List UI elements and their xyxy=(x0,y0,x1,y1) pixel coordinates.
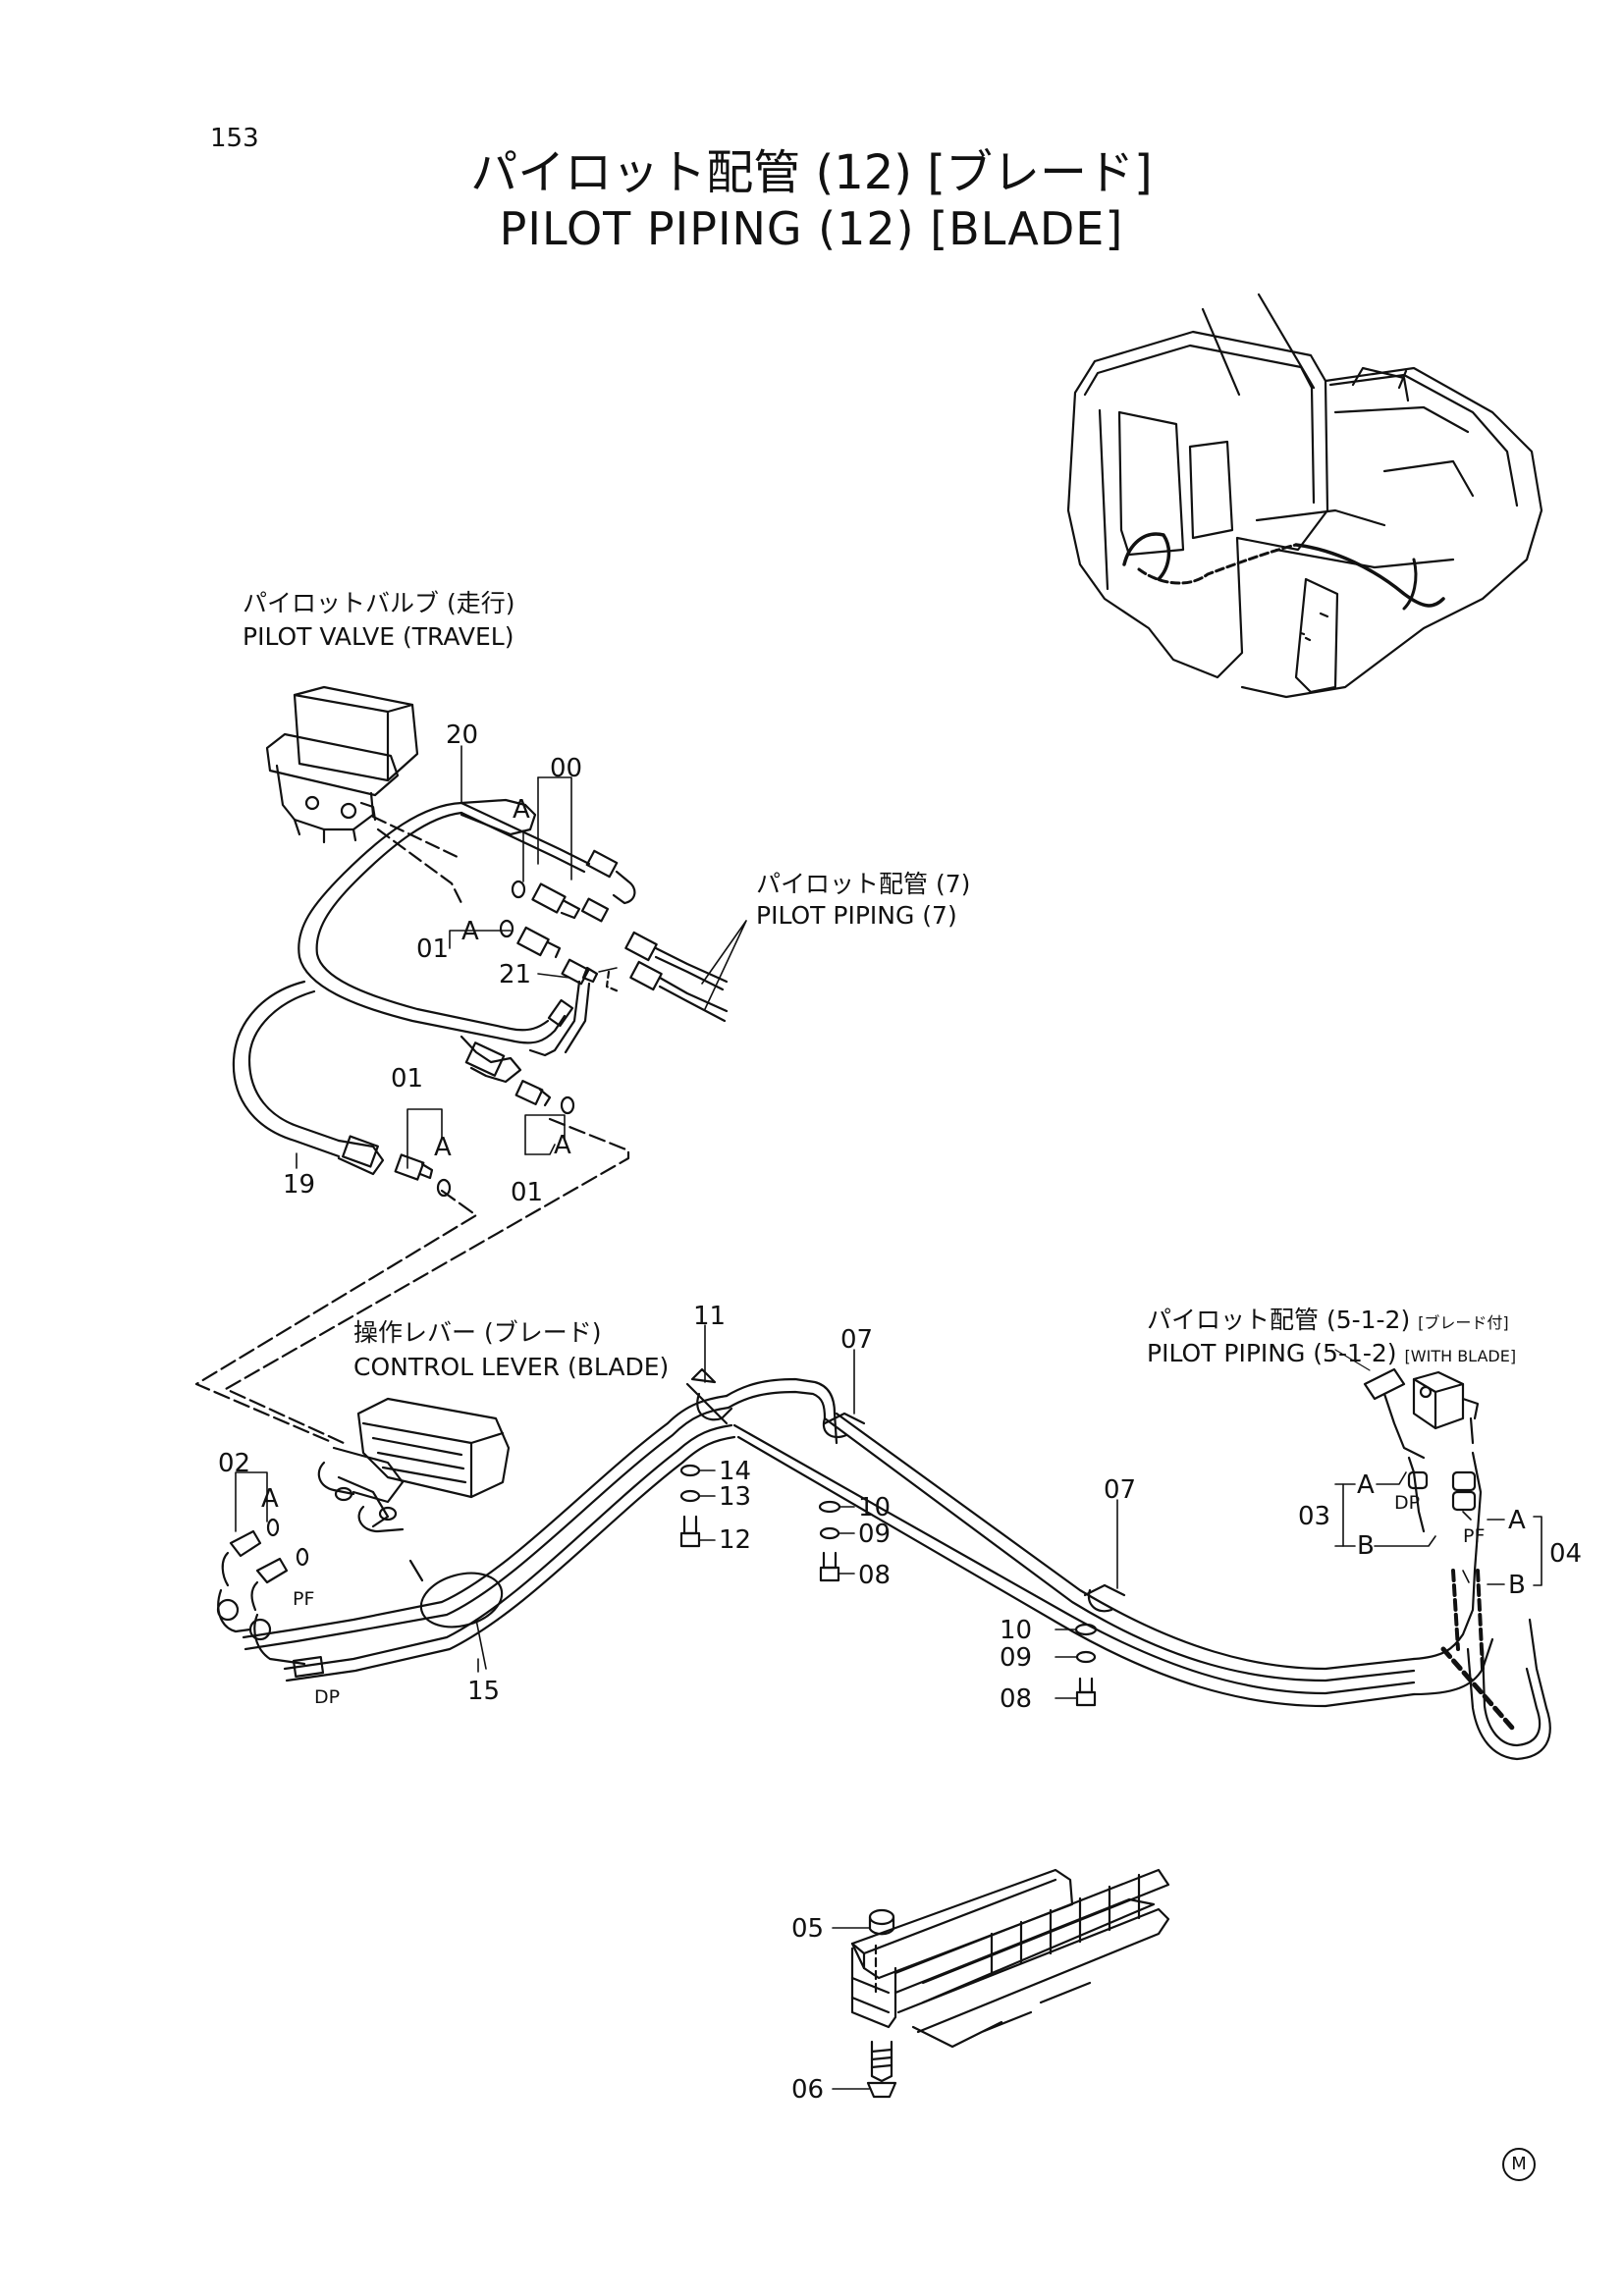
callout-a7: A xyxy=(1508,1506,1526,1535)
callout-13: 13 xyxy=(719,1482,752,1512)
callout-09a: 09 xyxy=(858,1520,892,1549)
pilot-valve-travel xyxy=(265,685,419,844)
callout-dp2: DP xyxy=(1394,1492,1421,1514)
callout-05: 05 xyxy=(791,1914,825,1944)
page-title-english: PILOT PIPING (12) [BLADE] xyxy=(499,202,1124,255)
label-pilot-piping-5-en: PILOT PIPING (5-1-2) [WITH BLADE] xyxy=(1147,1341,1516,1365)
pilot-piping-5-en-main: PILOT PIPING (5-1-2) xyxy=(1147,1339,1397,1367)
callout-02: 02 xyxy=(218,1449,251,1478)
callout-a3: A xyxy=(434,1133,452,1162)
callout-00: 00 xyxy=(550,754,583,783)
callout-21: 21 xyxy=(499,960,532,989)
label-control-lever-en: CONTROL LEVER (BLADE) xyxy=(353,1353,670,1381)
callout-07a: 07 xyxy=(840,1325,874,1355)
callout-20: 20 xyxy=(446,721,479,750)
label-pilot-valve-jp: パイロットバルブ (走行) xyxy=(243,589,515,617)
callout-08b: 08 xyxy=(1000,1684,1033,1714)
callout-a4: A xyxy=(554,1131,571,1160)
page-title-japanese: パイロット配管 (12) [ブレード] xyxy=(470,145,1153,200)
callout-a6: A xyxy=(1357,1470,1375,1500)
callout-09b: 09 xyxy=(1000,1643,1033,1673)
callout-10a: 10 xyxy=(858,1493,892,1522)
callout-a5: A xyxy=(261,1484,279,1514)
callout-pf1: PF xyxy=(293,1588,315,1610)
callout-dp1: DP xyxy=(314,1686,341,1708)
callout-03: 03 xyxy=(1298,1502,1331,1531)
callout-07b: 07 xyxy=(1104,1475,1137,1505)
page-number: 153 xyxy=(210,124,259,153)
manufacturer-mark: M xyxy=(1502,2148,1536,2181)
label-pilot-piping-7-en: PILOT PIPING (7) xyxy=(756,901,957,930)
callout-01c: 01 xyxy=(511,1178,544,1207)
callout-14: 14 xyxy=(719,1457,752,1486)
label-pilot-valve-en: PILOT VALVE (TRAVEL) xyxy=(243,622,514,651)
callout-01b: 01 xyxy=(391,1064,424,1094)
label-pilot-piping-7-jp: パイロット配管 (7) xyxy=(756,870,971,898)
pilot-piping-5-jp-main: パイロット配管 (5-1-2) xyxy=(1147,1306,1411,1334)
callout-12: 12 xyxy=(719,1525,752,1555)
callout-10b: 10 xyxy=(1000,1616,1033,1645)
callout-b2: B xyxy=(1508,1571,1526,1600)
callout-08a: 08 xyxy=(858,1561,892,1590)
label-control-lever-jp: 操作レバー (ブレード) xyxy=(353,1318,602,1347)
control-lever-blade xyxy=(317,1397,511,1533)
callout-11: 11 xyxy=(693,1302,727,1331)
callout-a2: A xyxy=(461,917,479,946)
pilot-piping-5-en-suffix: [WITH BLADE] xyxy=(1404,1347,1517,1365)
pilot-piping-5-jp-suffix: [ブレード付] xyxy=(1418,1313,1509,1332)
excavator-overview-illustration xyxy=(1066,293,1543,699)
callout-a1: A xyxy=(513,795,530,825)
callout-19: 19 xyxy=(283,1170,316,1200)
label-pilot-piping-5-jp: パイロット配管 (5-1-2) [ブレード付] xyxy=(1147,1308,1509,1332)
callout-04: 04 xyxy=(1549,1539,1583,1569)
callout-01a: 01 xyxy=(416,934,450,964)
clamp-bracket-assembly xyxy=(850,1868,1170,2099)
callout-06: 06 xyxy=(791,2075,825,2105)
callout-b1: B xyxy=(1357,1531,1375,1561)
callout-15: 15 xyxy=(467,1677,501,1706)
callout-pf2: PF xyxy=(1463,1525,1486,1547)
